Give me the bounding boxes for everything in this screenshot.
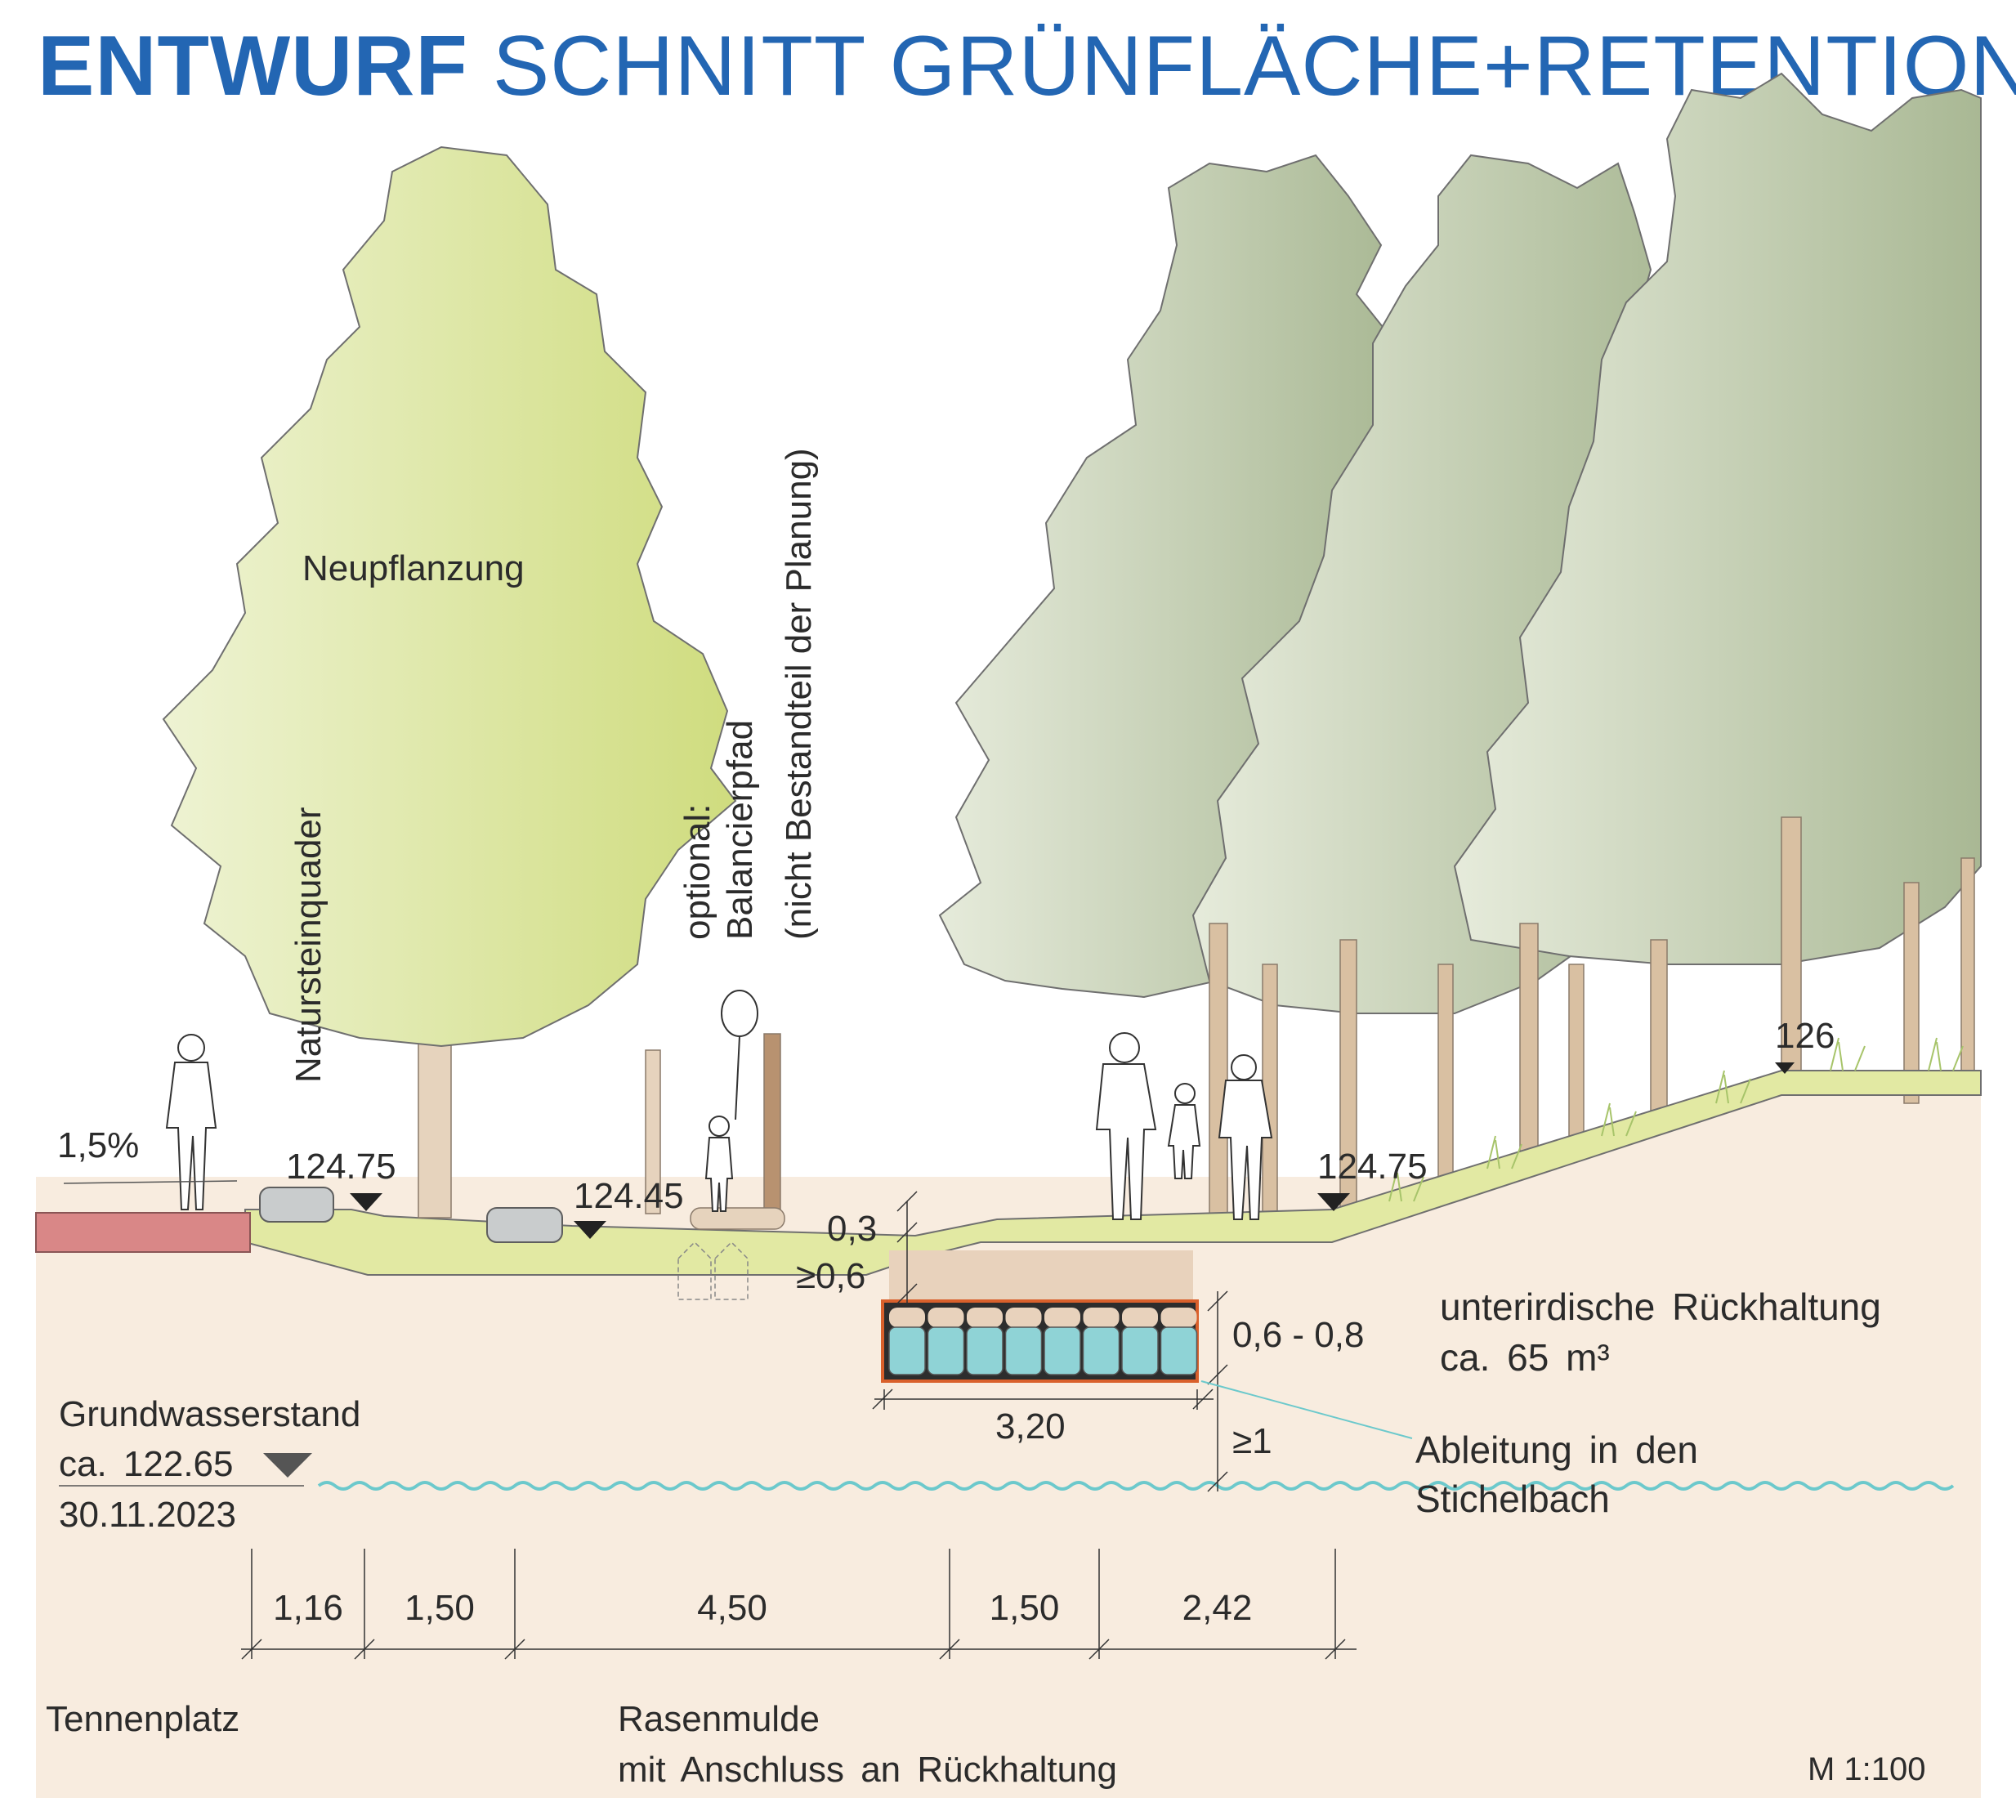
label-elev-right: 124.75 [1317,1147,1428,1187]
label-elev-mid: 124.45 [574,1176,684,1216]
dimension-label-2: 1,50 [405,1588,475,1628]
label-retention-2: ca. 65 m³ [1440,1336,1610,1379]
retention-cell-fill-4 [1005,1308,1042,1327]
label-tennenplatz: Tennenplatz [46,1699,239,1739]
label-dim-03: 0,3 [827,1209,877,1249]
elev-marker-mid [574,1221,606,1239]
existing-trees [938,72,1982,1235]
grass-tufts [1388,1037,1964,1202]
dimension-label-3: 4,50 [697,1588,767,1628]
person-child-balloon [704,990,758,1212]
groundwater-line [317,1481,1955,1491]
label-rasenmulde-1: Rasenmulde [618,1699,820,1739]
retention-cell-fill-3 [967,1308,1003,1327]
retention-backfill [889,1250,1193,1299]
label-neupflanzung: Neupflanzung [302,548,525,588]
retention-cell-water-8 [1160,1326,1198,1375]
label-natursteinquader: Natursteinquader [288,807,329,1083]
label-scale: M 1:100 [1808,1751,1926,1787]
natural-stone-1 [259,1187,334,1223]
label-balancier-2: Balancierpfad [720,720,760,940]
retention-tank [881,1299,1199,1383]
dimension-chain [241,1549,1357,1660]
existing-trunk-7 [1650,939,1668,1129]
retention-cell-fill-6 [1083,1308,1120,1327]
existing-trunk-10 [1960,857,1975,1080]
label-dim-ge1: ≥1 [1232,1421,1272,1461]
retention-cell-water-3 [966,1326,1004,1375]
retention-cell-water-2 [927,1326,965,1375]
retention-cell-water-6 [1082,1326,1120,1375]
retention-cell-water-1 [888,1326,926,1375]
new-tree-crown [162,145,737,1048]
label-groundwater-2: ca. 122.65 [59,1444,234,1484]
dimension-labels: 1,16 1,50 4,50 1,50 2,42 [273,1588,1252,1628]
existing-trunk-5 [1519,923,1539,1153]
retention-cell-fill-8 [1160,1308,1197,1327]
label-ableitung-1: Ableitung in den [1415,1429,1698,1471]
label-ableitung-2: Stichelbach [1415,1478,1610,1520]
label-elev-top: 126 [1775,1016,1835,1056]
person-woman [165,1034,217,1210]
label-balancier-1: optional: [677,804,717,940]
elev-marker-right [1317,1193,1350,1211]
label-dim-06: ≥0,6 [796,1256,865,1296]
balance-foundation [677,1241,749,1300]
existing-trunk-6 [1568,964,1585,1153]
elev-marker-left [350,1193,382,1211]
label-balancier-3: (nicht Bestandteil der Planung) [779,448,819,940]
existing-trunk-1 [1209,923,1228,1219]
people-family [1095,1032,1273,1220]
retention-cell-fill-2 [928,1308,964,1327]
label-dim-0608: 0,6 - 0,8 [1232,1315,1364,1355]
existing-trunk-9 [1903,882,1920,1104]
balance-post-1 [645,1049,661,1214]
dimension-label-1: 1,16 [273,1588,343,1628]
title-bold: ENTWURF [38,19,468,114]
existing-trunk-4 [1437,964,1454,1186]
balance-post-2 [763,1033,781,1223]
tennenplatz-surface [35,1212,251,1253]
label-elev-left: 124.75 [286,1147,396,1187]
elev-marker-top [1775,1062,1795,1074]
existing-trunk-8 [1781,816,1802,1088]
existing-tree-crown-3 [1453,72,1982,965]
retention-cell-water-5 [1044,1326,1081,1375]
retention-cell-water-4 [1004,1326,1043,1375]
retention-dimensions [872,1191,1228,1492]
dimension-label-5: 2,42 [1182,1588,1253,1628]
balance-log [690,1207,785,1230]
groundwater-marker [263,1453,312,1478]
slope-line [63,1180,238,1184]
retention-cell-fill-5 [1044,1308,1080,1327]
ableitung-arrow [1200,1380,1413,1439]
natural-stone-2 [486,1207,563,1243]
retention-cell-fill-1 [889,1308,925,1327]
label-dim-320: 3,20 [995,1406,1066,1447]
label-rasenmulde-2: mit Anschluss an Rückhaltung [618,1750,1117,1790]
new-tree [162,145,737,1219]
label-slope: 1,5% [57,1125,139,1165]
retention-cell-fill-7 [1122,1308,1158,1327]
retention-cell-water-7 [1121,1326,1159,1375]
label-groundwater-1: Grundwasserstand [59,1394,360,1434]
label-groundwater-3: 30.11.2023 [59,1495,236,1535]
label-retention-1: unterirdische Rückhaltung [1440,1286,1881,1328]
dimension-label-4: 1,50 [990,1588,1060,1628]
